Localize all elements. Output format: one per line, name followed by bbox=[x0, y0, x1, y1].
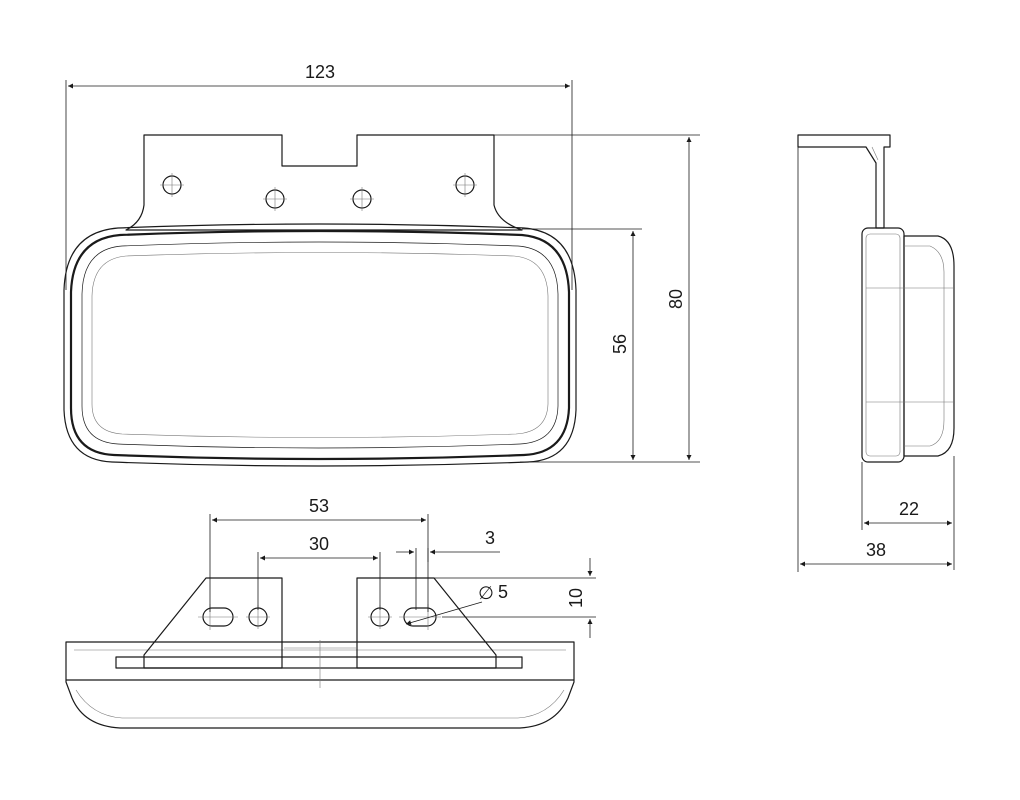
bottom-housing bbox=[65, 641, 575, 729]
dimension-total-height: 80 bbox=[494, 134, 700, 463]
side-bracket bbox=[797, 134, 891, 229]
dimension-total-depth: 38 bbox=[797, 147, 952, 572]
dimension-label-total-depth: 38 bbox=[866, 540, 886, 560]
side-view bbox=[797, 134, 955, 463]
right-slot-hole bbox=[399, 604, 441, 630]
bracket-hole bbox=[160, 173, 184, 197]
dimension-label-inner-hole-spacing: 30 bbox=[309, 534, 329, 554]
dimension-outer-hole-spacing: 53 bbox=[209, 496, 429, 612]
dimension-label-lens-height: 56 bbox=[610, 334, 630, 354]
lamp-gasket bbox=[69, 229, 571, 461]
bracket-hole bbox=[263, 187, 287, 211]
side-housing bbox=[861, 227, 905, 463]
left-slot-hole bbox=[198, 604, 238, 630]
dimension-label-total-height: 80 bbox=[666, 289, 686, 309]
dimension-slot-width: 3 bbox=[396, 528, 500, 610]
dimension-inner-hole-spacing: 30 bbox=[257, 534, 381, 610]
bracket-hole bbox=[453, 173, 477, 197]
dimension-label-hole-diameter: 5 bbox=[498, 582, 508, 602]
bottom-flange bbox=[115, 656, 523, 669]
dimension-hole-offset: 10 bbox=[434, 558, 596, 638]
dimension-lens-height: 56 bbox=[522, 228, 642, 460]
front-bracket bbox=[125, 134, 523, 231]
front-view bbox=[63, 134, 577, 467]
dimension-hole-diameter: ∅ 5 bbox=[405, 582, 508, 626]
dimension-label-body-depth: 22 bbox=[899, 499, 919, 519]
lamp-lens bbox=[81, 241, 559, 449]
lamp-lens-inner bbox=[91, 252, 549, 438]
dimension-label-hole-offset: 10 bbox=[566, 588, 586, 608]
diameter-symbol: ∅ bbox=[478, 583, 494, 603]
bracket-hole bbox=[350, 187, 374, 211]
bottom-view bbox=[65, 577, 575, 729]
dimension-label-slot-width: 3 bbox=[485, 528, 495, 548]
dimension-body-depth: 22 bbox=[861, 456, 955, 570]
dimension-label-outer-hole-spacing: 53 bbox=[309, 496, 329, 516]
dimension-total-width: 123 bbox=[65, 62, 573, 290]
lamp-housing bbox=[63, 223, 577, 467]
left-mounting-ear bbox=[143, 577, 283, 669]
dimension-label-total-width: 123 bbox=[305, 62, 335, 82]
side-lens bbox=[903, 235, 955, 457]
right-mounting-ear bbox=[356, 577, 497, 669]
